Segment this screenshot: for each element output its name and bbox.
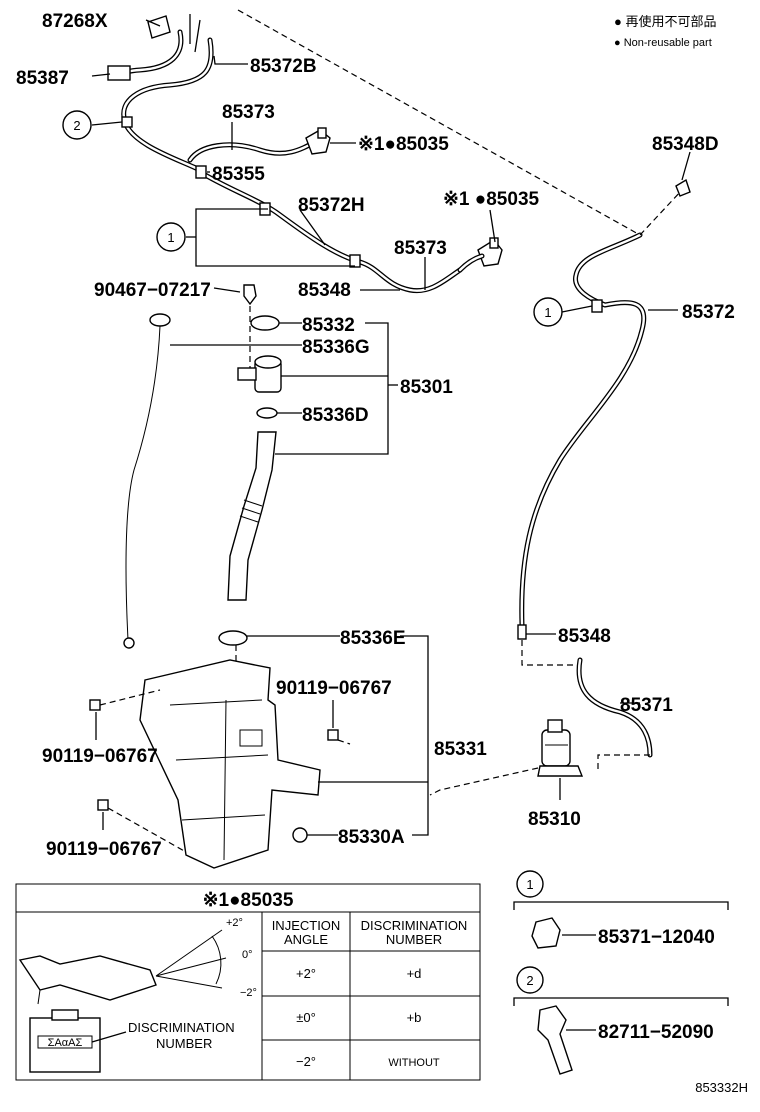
row2-number: +b [407,1010,422,1025]
nozzle-upper-icon [305,127,331,155]
bolt-mid-icon [327,729,351,745]
ring-85336E [218,630,248,646]
col1-header-2: ANGLE [284,932,328,947]
cap-85332 [250,315,280,331]
bracket-85331 [400,635,429,836]
label-90119-left: 90119−06767 [42,746,158,767]
clip-90467-icon [243,284,257,306]
callout-1-right-text: 1 [544,305,551,320]
hose-85371 [576,657,653,758]
ring-85336D [256,407,278,419]
clip-85355 [195,165,207,179]
legend-line-2: ● Non-reusable part [614,37,712,49]
bolt-lower-icon [97,799,187,853]
clip-part-2: 82711−52090 [598,1022,714,1043]
label-85331: 85331 [434,739,487,760]
angle-plus-text: +2° [226,917,243,929]
grommet-85330A [292,827,308,843]
grommet-tag-icon [147,14,201,53]
label-90119-lower: 90119−06767 [46,839,162,860]
label-85348-upper: 85348 [298,280,351,301]
label-85336G: 85336G [302,337,370,358]
disc-mark-text: ΣAαΑΣ [48,1037,83,1049]
label-85373-lower: 85373 [394,238,447,259]
filler-neck-icon [227,431,277,601]
callout-1-right [533,297,563,327]
callout-1-left-text: 1 [167,230,174,245]
label-85348D: 85348D [652,134,719,155]
label-87268X: 87268X [42,11,108,32]
row3-angle: −2° [296,1054,316,1069]
hose-85372H [197,169,463,294]
level-gauge-icon [123,313,171,649]
label-85035-upper: ※1●85035 [358,134,449,155]
nozzle-spray-icon [18,929,227,1005]
clip-callout-1 [516,870,544,898]
clip-85371-icon [531,917,561,949]
clip-callout-2 [516,966,544,994]
label-85332: 85332 [302,315,355,336]
nozzle-table-box [15,883,481,1081]
label-85372H: 85372H [298,195,365,216]
inlet-85301-icon [237,355,282,393]
nozzle-body-icon [29,1009,101,1073]
label-85348-lower: 85348 [558,626,611,647]
clip-85387 [107,65,131,81]
label-85310: 85310 [528,809,581,830]
row1-number: +d [407,966,422,981]
washer-pump-icon [537,719,584,777]
callout-2 [62,110,92,140]
clip-82711-icon [537,1005,573,1075]
clip-callout-2-text: 2 [526,973,533,988]
clip-callout-1-text: 1 [526,877,533,892]
guide-line-top [237,9,641,236]
angle-zero-text: 0° [242,949,253,961]
row3-number: WITHOUT [388,1057,440,1069]
clip-b [349,254,361,268]
label-90119-mid: 90119−06767 [276,678,392,699]
clip-c [121,116,133,128]
label-85387: 85387 [16,68,69,89]
col2-header-1: DISCRIMINATION [361,918,468,933]
row2-angle: ±0° [296,1010,316,1025]
footer-code: 853332H [695,1080,748,1095]
washer-tank-icon [139,659,321,869]
angle-minus-text: −2° [240,987,257,999]
label-85336D: 85336D [302,405,369,426]
bolt-left-icon [89,689,161,711]
hose-85372B [109,29,214,173]
col2-header-2: NUMBER [386,932,442,947]
label-85372B: 85372B [250,56,317,77]
row1-angle: +2° [296,966,316,981]
label-85301: 85301 [400,377,453,398]
disc-label-2: NUMBER [156,1036,212,1051]
label-85035-lower: ※1 ●85035 [443,189,540,210]
label-90467: 90467−07217 [94,280,211,301]
col1-header-1: INJECTION [272,918,341,933]
bracket-85301 [275,322,389,455]
label-85372: 85372 [682,302,735,323]
label-85336E: 85336E [340,628,406,649]
label-85373-upper: 85373 [222,102,275,123]
hose-85372 [519,232,647,628]
joint-85348 [517,624,527,640]
label-85355: 85355 [212,164,265,185]
callout-1-left [156,222,186,252]
hose-85373-upper [187,139,318,163]
table-title: ※1●85035 [203,890,294,911]
clip-part-1: 85371−12040 [598,927,715,948]
nozzle-lower-icon [457,237,503,273]
clip-right [591,299,603,313]
label-85371: 85371 [620,695,673,716]
disc-label-1: DISCRIMINATION [128,1020,235,1035]
callout-2-text: 2 [73,118,80,133]
bracket-1 [195,208,355,267]
legend-line-1: ● 再使用不可部品 [614,14,716,29]
label-85330A: 85330A [338,827,405,848]
nozzle-85348D-icon [675,178,691,197]
